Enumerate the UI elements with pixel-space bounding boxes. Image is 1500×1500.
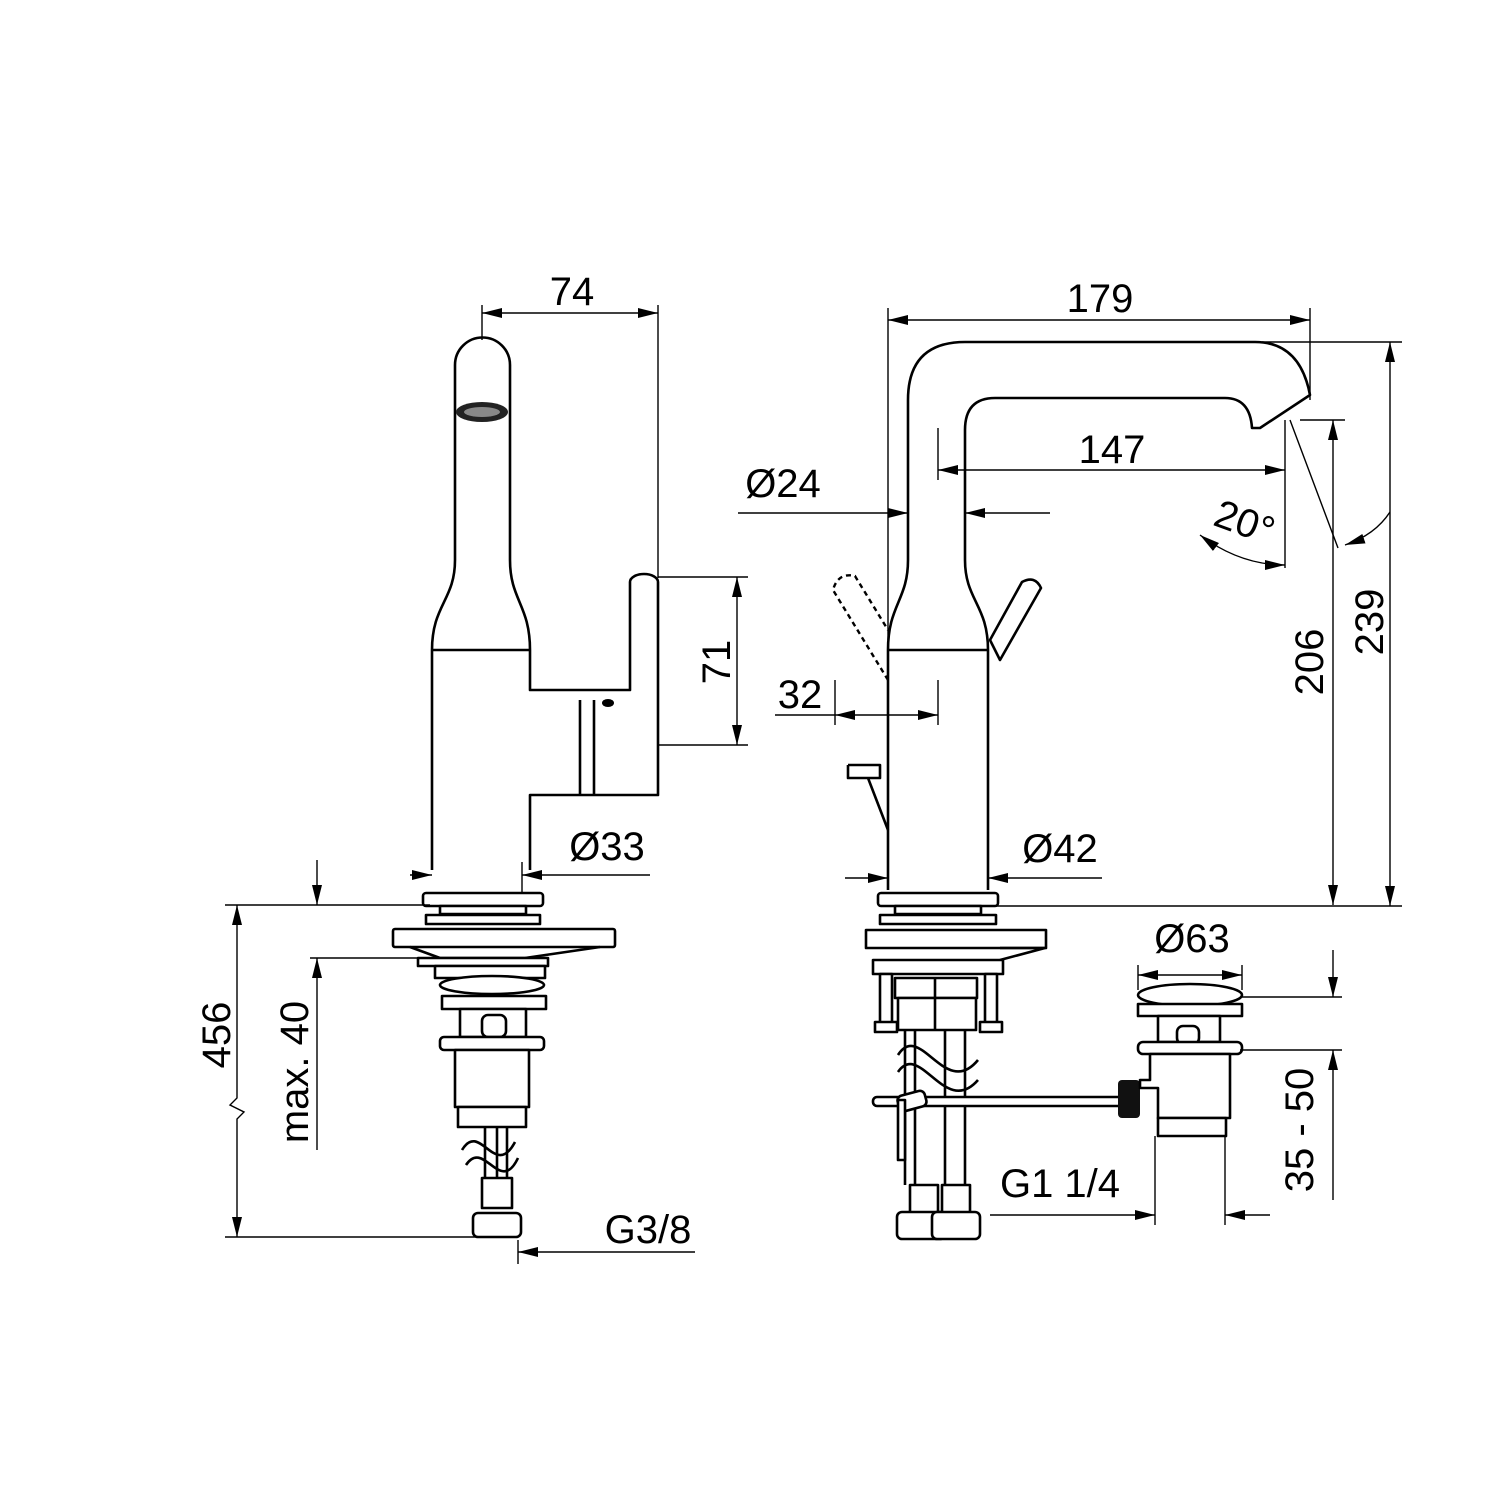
side-view — [391, 336, 660, 1239]
side-faucet-body — [430, 336, 660, 870]
dim-71: 71 — [695, 640, 739, 685]
dim-239: 239 — [1348, 589, 1392, 656]
dim-147: 147 — [1079, 428, 1146, 472]
lever — [988, 578, 1043, 662]
dim-g3-8: G3/8 — [605, 1208, 692, 1252]
dim-g1-1-4: G1 1/4 — [1000, 1162, 1120, 1206]
dim-179: 179 — [1067, 277, 1134, 321]
front-view — [831, 340, 1312, 1241]
front-faucet-body — [886, 340, 1312, 890]
dim-max-40: max. 40 — [273, 1001, 317, 1143]
dim-diameter-33: Ø33 — [569, 825, 645, 869]
dim-diameter-42: Ø42 — [1022, 827, 1098, 871]
waste-valve — [1136, 982, 1244, 1138]
dim-diameter-24: Ø24 — [745, 462, 821, 506]
dim-35-50: 35 - 50 — [1278, 1068, 1322, 1193]
dim-angle-20: 20° — [1208, 492, 1280, 554]
dim-456: 456 — [195, 1002, 239, 1069]
dim-32: 32 — [778, 673, 823, 717]
dim-74: 74 — [550, 270, 595, 314]
dim-diameter-63: Ø63 — [1154, 917, 1230, 961]
dim-206: 206 — [1288, 629, 1332, 696]
